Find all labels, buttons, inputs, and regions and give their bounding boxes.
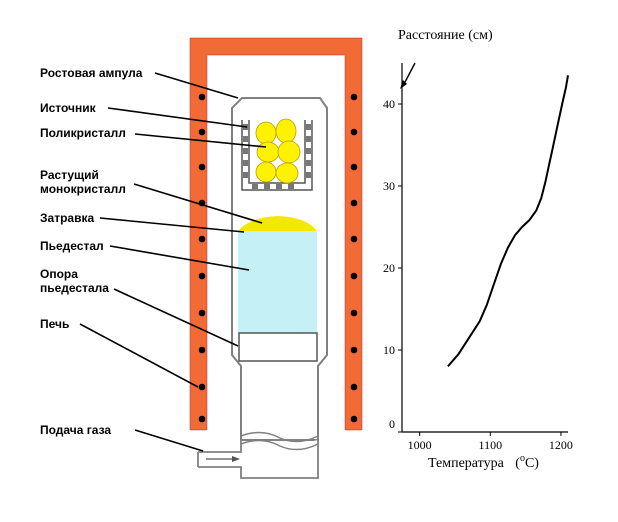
tube-break-line <box>240 431 319 443</box>
polycrystal <box>255 118 301 184</box>
x-ticks: 1000 1100 1200 <box>408 432 573 452</box>
left-labels: Ростовая ампула Источник Поликристалл Ра… <box>40 66 143 437</box>
label-growth-ampoule: Ростовая ампула <box>40 66 143 80</box>
x-tick-label: 1000 <box>408 438 432 452</box>
y-ticks: 0 10 20 30 40 <box>383 97 402 433</box>
label-growing-crystal-1: Растущий <box>40 168 99 182</box>
label-seed: Затравка <box>40 211 94 225</box>
label-polycrystal: Поликристалл <box>40 126 126 140</box>
x-tick-label: 1100 <box>479 438 503 452</box>
temperature-profile-line <box>447 75 569 368</box>
pedestal <box>238 231 317 333</box>
label-growing-crystal-2: монокристалл <box>40 182 126 196</box>
label-gas-supply: Подача газа <box>40 423 111 437</box>
label-source: Источник <box>40 101 97 115</box>
temperature-profile-chart: 0 10 20 30 40 1000 1100 1200 Расстояние (см) Т… <box>383 28 573 471</box>
label-furnace: Печь <box>40 317 69 331</box>
leader-lines <box>79 72 267 452</box>
y-axis-label: Расстояние (см) <box>398 28 493 43</box>
x-axis-label-unit-open: ( <box>515 456 520 471</box>
x-axis-label-unit-end: C) <box>525 456 539 471</box>
furnace <box>189 37 363 431</box>
heater-elements-right <box>350 93 358 423</box>
y-tick-label: 40 <box>383 97 395 111</box>
y-axis-label-arrowhead <box>400 80 407 89</box>
y-tick-label: 20 <box>383 261 395 275</box>
seed-crystal <box>238 216 317 231</box>
label-pedestal: Пьедестал <box>40 239 104 253</box>
label-pedestal-support-2: пьедестала <box>40 281 109 295</box>
x-axis-label-main: Температура <box>428 456 505 471</box>
x-axis-label-unit-sup: o <box>520 453 525 464</box>
tube-break-line-2 <box>240 439 319 451</box>
gas-flow-arrow <box>206 456 240 462</box>
x-tick-label: 1200 <box>549 438 573 452</box>
pedestal-support <box>238 332 318 362</box>
y-tick-label: 0 <box>389 417 395 431</box>
label-pedestal-support-1: Опора <box>40 267 78 281</box>
y-tick-label: 30 <box>383 179 395 193</box>
heater-elements-left <box>198 93 206 423</box>
y-tick-label: 10 <box>383 343 395 357</box>
source-container <box>241 120 313 191</box>
x-axis-label: Температура (oC) <box>428 453 539 471</box>
